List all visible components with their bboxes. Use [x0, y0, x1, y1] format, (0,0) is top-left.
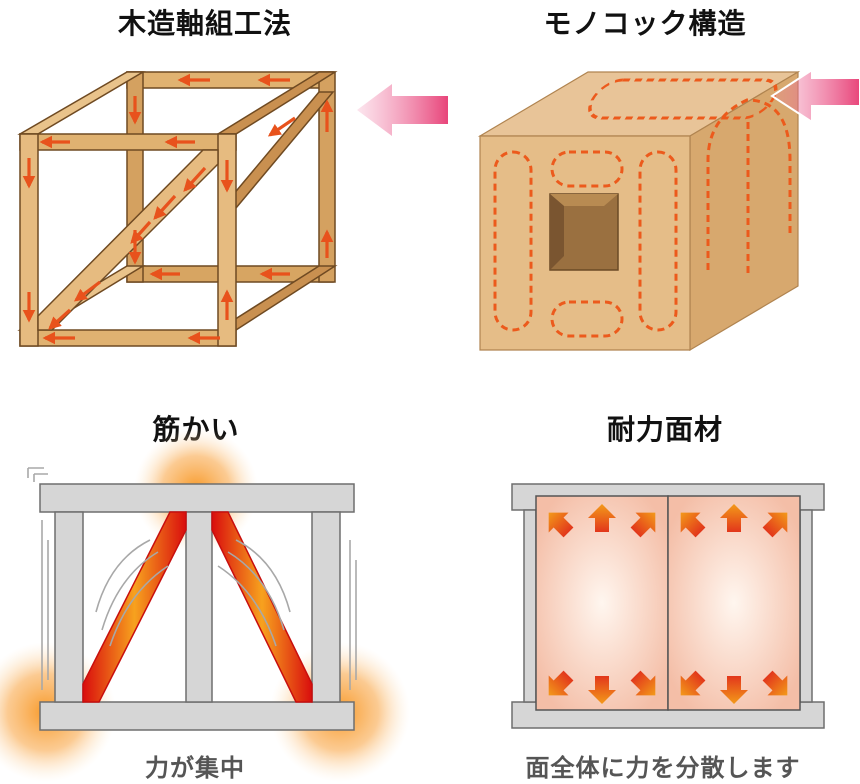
post-left	[523, 509, 537, 703]
force-arrow-icon	[183, 166, 207, 192]
dispersion-arrow-icon	[588, 504, 616, 532]
force-arrow-icon	[48, 308, 72, 330]
dispersion-arrow-icon	[630, 670, 656, 696]
dispersion-arrow-icon	[762, 512, 788, 538]
bottom-beam	[39, 701, 355, 731]
dispersion-arrows	[548, 504, 788, 704]
stress-path-lower	[550, 300, 624, 338]
structural-panel-title: 耐力面材	[606, 413, 723, 446]
panel-caption: 面全体に力を分散します	[525, 754, 801, 782]
dispersion-arrow-icon	[762, 670, 788, 696]
dispersion-arrow-icon	[720, 676, 748, 704]
shake-corner	[27, 467, 48, 482]
stress-path-left	[493, 150, 533, 332]
beam-top-left	[17, 71, 146, 135]
box-opening-side	[550, 194, 564, 270]
stress-path-side	[706, 98, 792, 270]
post-left	[54, 511, 84, 703]
wood-frame-cube	[17, 71, 338, 347]
wood-frame-title: 木造軸組工法	[117, 7, 292, 40]
dispersion-arrow-icon	[548, 670, 574, 696]
force-arrow-icon	[73, 280, 101, 302]
force-arrows	[22, 73, 334, 345]
dispersion-arrow-icon	[548, 512, 574, 538]
dispersion-arrow-icon	[588, 676, 616, 704]
post-right	[799, 509, 813, 703]
bracing-caption: 力が集中	[145, 754, 245, 782]
dispersion-arrow-icon	[680, 512, 706, 538]
brace-right	[211, 511, 313, 703]
bracing-frame	[39, 483, 355, 731]
braces	[82, 511, 313, 703]
dispersion-arrow-icon	[680, 670, 706, 696]
box-opening-top	[550, 194, 618, 206]
monocoque-title: モノコック構造	[543, 7, 747, 40]
dispersion-arrow-icon	[720, 504, 748, 532]
force-arrow-icon	[153, 194, 177, 220]
load-arrow-icon	[770, 68, 860, 124]
top-beam	[39, 483, 355, 513]
stress-path-top	[588, 78, 778, 120]
brace-front	[37, 149, 219, 331]
post-right	[311, 511, 341, 703]
stress-path-right	[638, 150, 678, 332]
monocoque-box	[477, 70, 801, 352]
brace-left	[82, 511, 187, 703]
stress-path-upper	[550, 150, 624, 188]
load-arrow-icon	[357, 84, 448, 136]
post-center	[185, 511, 213, 703]
brace-side	[220, 91, 335, 209]
dispersion-arrow-icon	[630, 512, 656, 538]
force-arrow-icon	[267, 116, 296, 137]
motion-lines	[27, 467, 357, 690]
monocoque-stress-paths	[493, 78, 792, 338]
